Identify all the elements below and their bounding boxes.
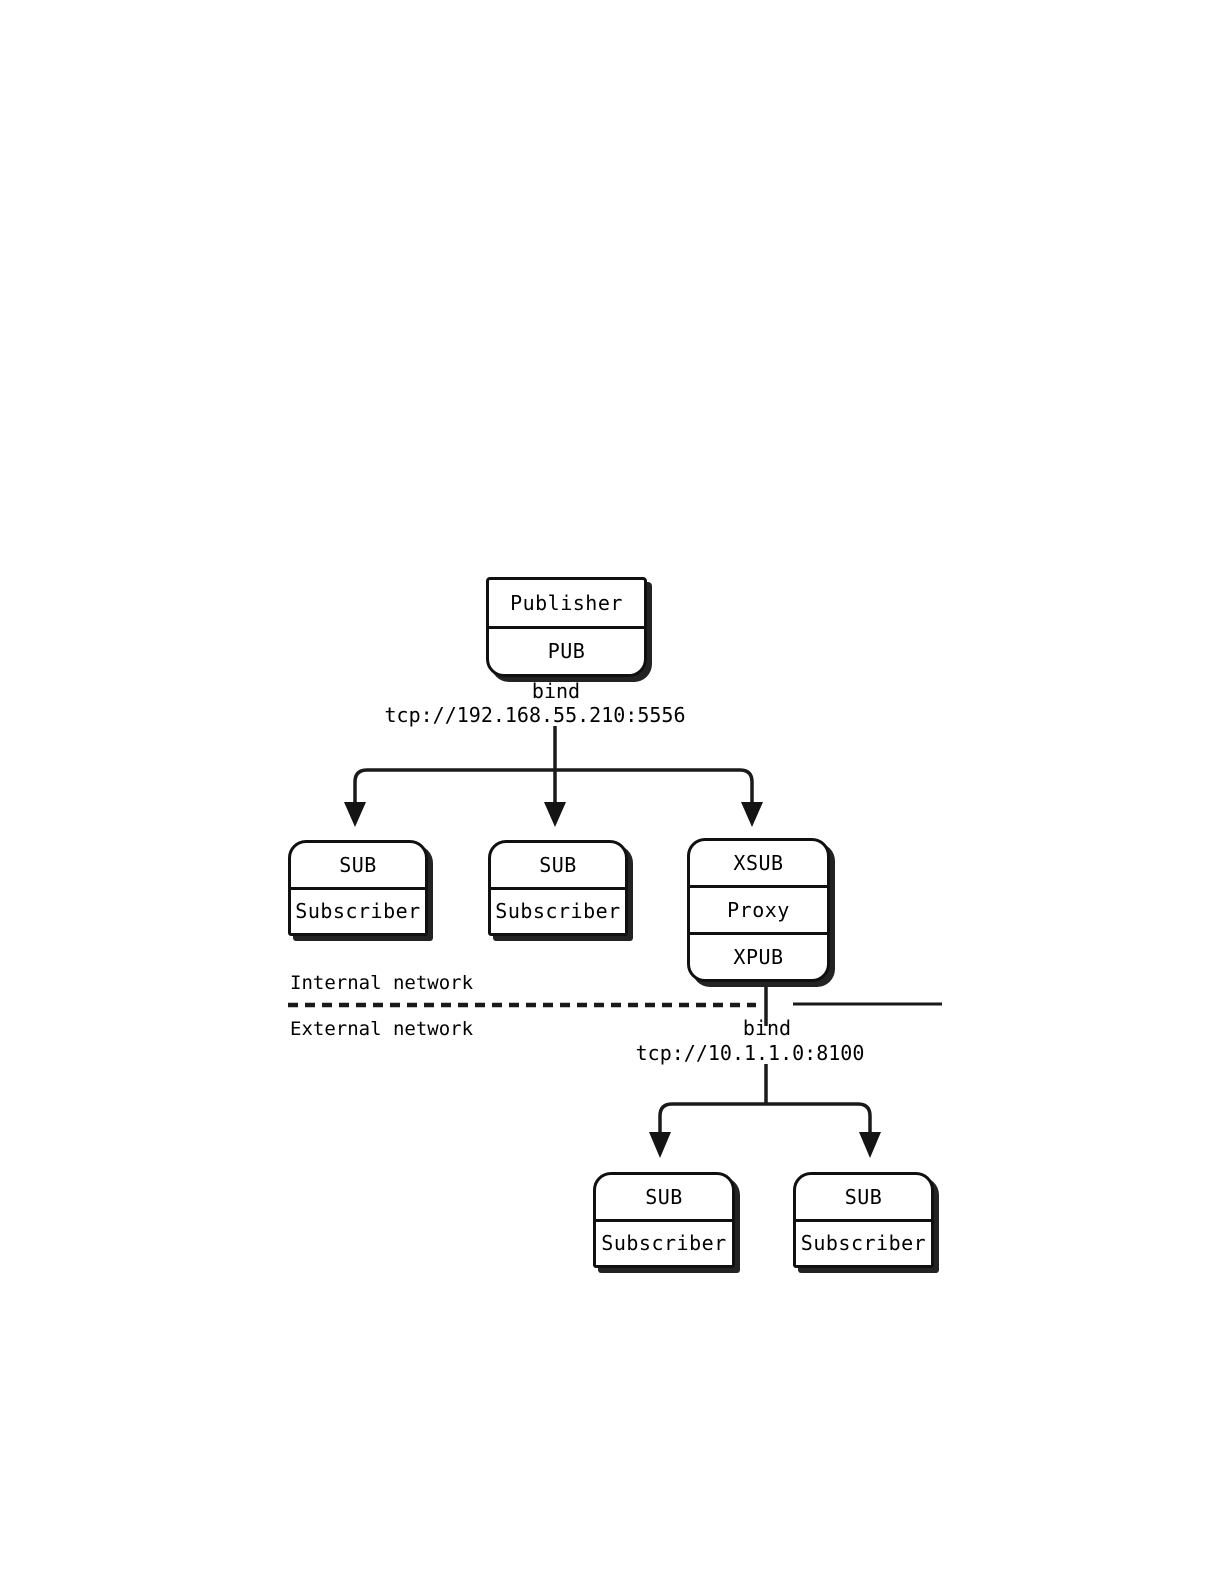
external-bind-label: bind — [742, 1016, 792, 1040]
proxy-xsub-socket-label: XSUB — [733, 851, 784, 875]
internal-network-label: Internal network — [290, 972, 474, 994]
external-bind-address: tcp://10.1.1.0:8100 — [635, 1041, 865, 1065]
subscriber-external-1-socket-label: SUB — [645, 1184, 683, 1209]
subscriber-node-internal-2: SUB Subscriber — [488, 840, 628, 936]
arrowhead-external-left-icon — [649, 1132, 671, 1158]
arrowhead-internal-middle-icon — [544, 802, 566, 827]
internal-bind-label: bind — [531, 679, 581, 703]
subscriber-external-2-title: Subscriber — [796, 1218, 931, 1266]
subscriber-external-1-title: Subscriber — [596, 1218, 732, 1266]
publisher-node: Publisher PUB — [486, 577, 647, 677]
subscriber-node-external-2: SUB Subscriber — [793, 1172, 934, 1268]
subscriber-internal-2-socket-label: SUB — [539, 852, 577, 877]
proxy-title: Proxy — [690, 885, 827, 932]
external-network-label: External network — [290, 1018, 474, 1040]
fanout-bracket-external — [658, 1102, 872, 1132]
publisher-socket-label: PUB — [489, 625, 644, 675]
arrowhead-internal-left-icon — [344, 802, 366, 827]
subscriber-node-internal-1: SUB Subscriber — [288, 840, 428, 936]
arrowhead-external-right-icon — [859, 1132, 881, 1158]
internal-bind-address: tcp://192.168.55.210:5556 — [384, 703, 686, 727]
proxy-node: XSUB Proxy XPUB — [687, 838, 830, 982]
subscriber-internal-1-title: Subscriber — [291, 886, 425, 934]
publisher-title: Publisher — [510, 590, 623, 615]
subscriber-internal-1-socket-label: SUB — [339, 852, 377, 877]
subscriber-external-2-socket-label: SUB — [844, 1184, 883, 1209]
proxy-xpub-socket-label: XPUB — [690, 932, 827, 979]
subscriber-internal-2-title: Subscriber — [491, 886, 625, 934]
subscriber-node-external-1: SUB Subscriber — [593, 1172, 735, 1268]
arrowhead-internal-right-icon — [741, 802, 763, 827]
fanout-bracket-internal — [353, 768, 754, 804]
